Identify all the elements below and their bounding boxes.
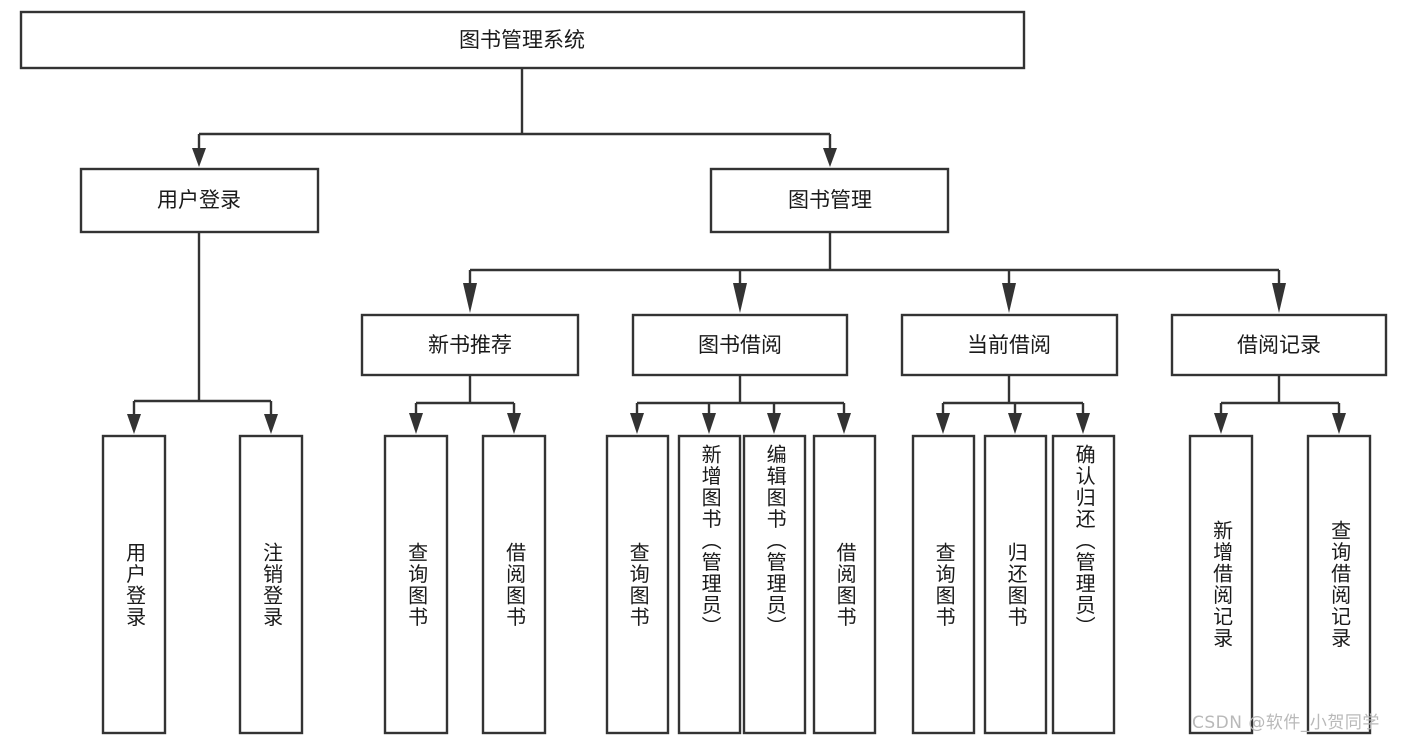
arrow-root-to-book-manage bbox=[823, 148, 837, 167]
arrow-to-book-borrow bbox=[733, 283, 747, 313]
leaf-logout-box[interactable] bbox=[238, 434, 304, 735]
arrow-to-leaf-query-record bbox=[1332, 413, 1346, 434]
node-user-login[interactable]: 用户登录 bbox=[79, 167, 320, 234]
arrow-to-leaf-edit-book bbox=[767, 413, 781, 434]
arrow-to-borrow-record bbox=[1272, 283, 1286, 313]
watermark-text: CSDN @软件_小贺同学 bbox=[1192, 713, 1380, 733]
arrow-to-leaf-query-book-3 bbox=[936, 413, 950, 434]
arrow-to-leaf-borrow-book-1 bbox=[507, 413, 521, 434]
connector-group-book-borrow bbox=[630, 375, 851, 434]
node-user-login-label: 用户登录 bbox=[157, 188, 241, 212]
arrow-to-leaf-user-login bbox=[127, 414, 141, 434]
node-book-borrow-label: 图书借阅 bbox=[698, 333, 782, 357]
arrow-to-leaf-query-book-2 bbox=[630, 413, 644, 434]
arrow-root-to-user-login bbox=[192, 148, 206, 167]
node-new-book-recommend-label: 新书推荐 bbox=[428, 333, 512, 357]
node-root[interactable]: 图书管理系统 bbox=[19, 10, 1026, 70]
arrow-to-leaf-logout bbox=[264, 414, 278, 434]
node-root-box[interactable] bbox=[19, 10, 1026, 70]
leaf-borrow-book-2-box[interactable] bbox=[812, 434, 877, 735]
node-borrow-record-label: 借阅记录 bbox=[1237, 333, 1321, 357]
connector-group-root bbox=[192, 68, 837, 167]
leaf-add-record-box[interactable] bbox=[1188, 434, 1254, 735]
arrow-to-leaf-confirm-return bbox=[1076, 413, 1090, 434]
node-book-manage[interactable]: 图书管理 bbox=[709, 167, 950, 234]
leaf-confirm-return-box[interactable] bbox=[1051, 434, 1116, 735]
connector-group-current-borrow bbox=[936, 375, 1090, 434]
connector-group-new-book-recommend bbox=[409, 375, 521, 434]
leaf-user-login-box[interactable] bbox=[101, 434, 167, 735]
node-book-borrow-box[interactable] bbox=[631, 313, 849, 377]
arrow-to-new-book-recommend bbox=[463, 283, 477, 313]
node-current-borrow-label: 当前借阅 bbox=[967, 333, 1051, 357]
leaf-add-book-box[interactable] bbox=[677, 434, 742, 735]
node-book-borrow[interactable]: 图书借阅 bbox=[631, 313, 849, 377]
leaf-edit-book-box[interactable] bbox=[742, 434, 807, 735]
node-root-label: 图书管理系统 bbox=[459, 28, 585, 52]
node-borrow-record-box[interactable] bbox=[1170, 313, 1388, 377]
node-user-login-box[interactable] bbox=[79, 167, 320, 234]
connector-group-user-login bbox=[127, 232, 278, 434]
arrow-to-leaf-return-book bbox=[1008, 413, 1022, 434]
connector-group-borrow-record bbox=[1214, 375, 1346, 434]
leaf-query-book-3-box[interactable] bbox=[911, 434, 976, 735]
node-current-borrow-box[interactable] bbox=[900, 313, 1119, 377]
node-new-book-recommend-box[interactable] bbox=[360, 313, 580, 377]
leaf-borrow-book-1-box[interactable] bbox=[481, 434, 547, 735]
arrow-to-current-borrow bbox=[1002, 283, 1016, 313]
leaf-query-book-1-box[interactable] bbox=[383, 434, 449, 735]
arrow-to-leaf-query-book-1 bbox=[409, 413, 423, 434]
leaf-query-record-box[interactable] bbox=[1306, 434, 1372, 735]
arrow-to-leaf-borrow-book-2 bbox=[837, 413, 851, 434]
arrow-to-leaf-add-book bbox=[702, 413, 716, 434]
leaf-query-book-2-box[interactable] bbox=[605, 434, 670, 735]
node-book-manage-label: 图书管理 bbox=[788, 188, 872, 212]
leaf-boxes bbox=[101, 434, 1372, 735]
arrow-to-leaf-add-record bbox=[1214, 413, 1228, 434]
connector-group-book-manage bbox=[463, 232, 1286, 313]
node-new-book-recommend[interactable]: 新书推荐 bbox=[360, 313, 580, 377]
leaf-return-book-box[interactable] bbox=[983, 434, 1048, 735]
node-borrow-record[interactable]: 借阅记录 bbox=[1170, 313, 1388, 377]
node-current-borrow[interactable]: 当前借阅 bbox=[900, 313, 1119, 377]
node-book-manage-box[interactable] bbox=[709, 167, 950, 234]
